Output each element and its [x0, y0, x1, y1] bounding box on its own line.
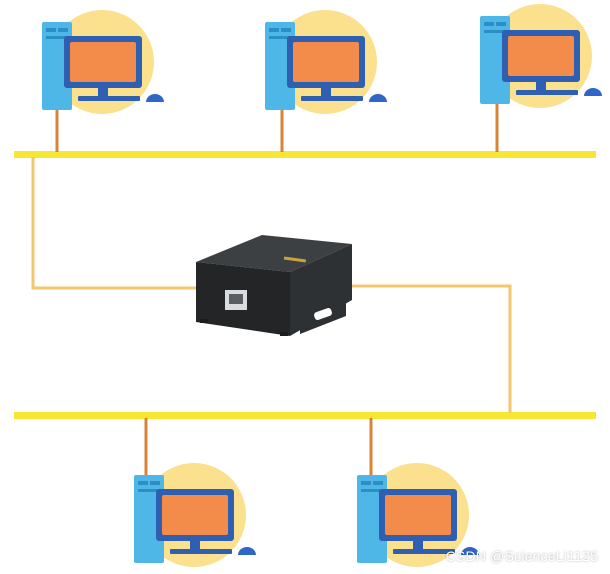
ethernet-gateway-device-icon: [196, 235, 352, 336]
computer-top-3: [480, 4, 602, 108]
top-network-bus: [14, 151, 596, 158]
link-top-bus-to-device: [31, 157, 196, 290]
link-device-to-bottom-bus: [350, 284, 512, 413]
computer-top-2: [265, 10, 387, 114]
watermark-text: CSDN @ScienceLi1125: [445, 548, 598, 564]
desktop-computer-icon: [42, 10, 164, 114]
computer-bottom-1: [134, 463, 256, 567]
desktop-computer-icon: [480, 4, 602, 108]
desktop-computer-icon: [265, 10, 387, 114]
computer-top-1: [42, 10, 164, 114]
desktop-computer-icon: [134, 463, 256, 567]
bottom-network-bus: [14, 412, 596, 419]
